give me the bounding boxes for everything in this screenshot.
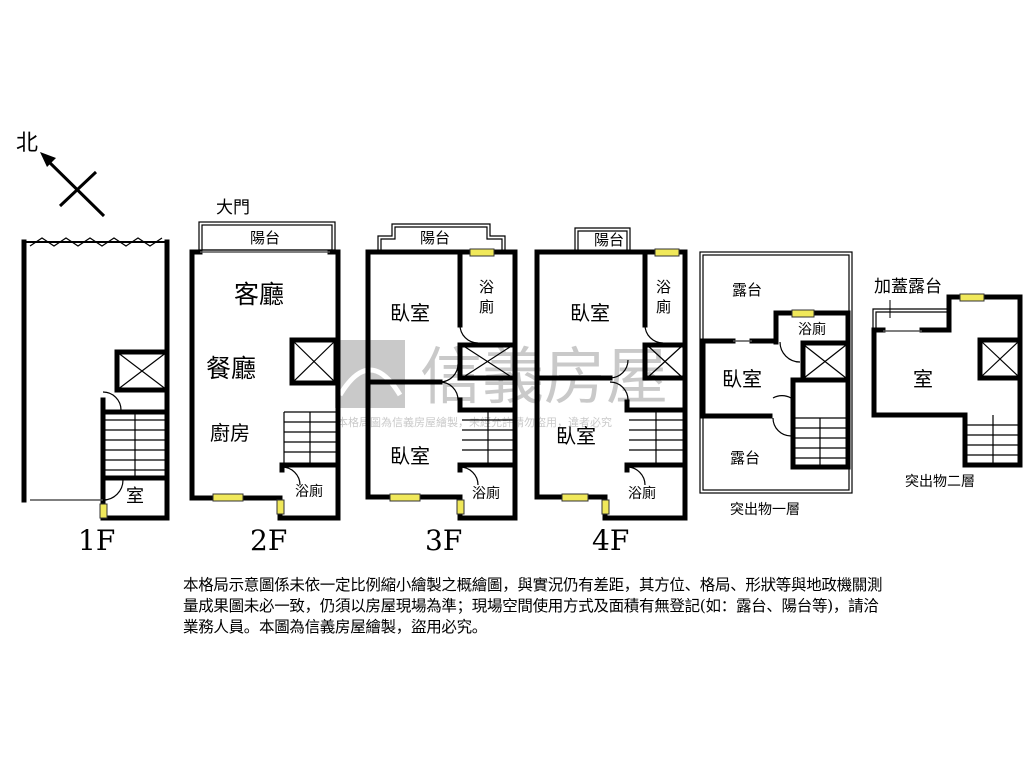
- floor-3f: 陽台 臥室 浴 廁 臥室 浴廁 3F: [365, 223, 518, 557]
- north-arrow-icon: 北: [16, 131, 106, 218]
- floor-label-rooftop-1: 突出物一層: [730, 502, 800, 518]
- floor-label-1f: 1F: [78, 524, 115, 557]
- room-label: 臥室: [556, 424, 596, 448]
- room-label: 浴: [479, 278, 494, 296]
- floor-rooftop-2: 加蓋露台 室 突出物二層: [871, 277, 1023, 490]
- floor-rooftop-1: 露台 浴廁 臥室 露台 突出物一層: [699, 251, 853, 518]
- disclaimer-text: 本格局示意圖係未依一定比例縮小繪製之概繪圖，與實況仍有差距，其方位、格局、形狀等…: [183, 576, 883, 636]
- room-label: 浴: [656, 278, 671, 296]
- floor-2f: 大門 陽台 客廳 餐廳 廚房 浴廁 2F: [189, 198, 341, 557]
- room-label: 浴廁: [472, 485, 500, 502]
- floor-4f: 陽台 臥室 浴 廁 臥室 浴廁 4F: [534, 227, 688, 557]
- room-label: 大門: [216, 198, 250, 218]
- compass-label: 北: [16, 131, 38, 156]
- room-label: 露台: [730, 449, 760, 467]
- room-label: 臥室: [390, 444, 430, 468]
- room-label: 客廳: [234, 280, 284, 309]
- room-label: 臥室: [722, 367, 762, 391]
- watermark-note: 本格局圖為信義房屋繪製，未經允許請勿盜用，違者必究: [337, 415, 612, 429]
- room-label: 加蓋露台: [874, 277, 942, 297]
- floor-label-4f: 4F: [592, 524, 629, 557]
- room-label: 陽台: [594, 231, 624, 249]
- floor-label-rooftop-2: 突出物二層: [905, 474, 975, 490]
- room-label: 餐廳: [206, 354, 256, 383]
- room-label: 露台: [732, 281, 762, 299]
- room-label: 廚房: [210, 421, 250, 445]
- room-label: 臥室: [570, 301, 610, 325]
- room-label: 廁: [479, 298, 494, 316]
- room-label: 室: [913, 367, 933, 391]
- room-label: 陽台: [420, 229, 450, 247]
- room-label: 浴廁: [798, 321, 826, 338]
- room-label: 臥室: [390, 301, 430, 325]
- room-label: 浴廁: [295, 483, 323, 500]
- floor-label-3f: 3F: [425, 524, 462, 557]
- room-label: 室: [126, 486, 144, 507]
- window-icon: [99, 503, 108, 519]
- floor-1f: 室 1F: [21, 237, 170, 557]
- floor-label-2f: 2F: [250, 524, 287, 557]
- room-label: 廁: [656, 298, 671, 316]
- room-label: 陽台: [250, 229, 280, 247]
- room-label: 浴廁: [628, 485, 656, 502]
